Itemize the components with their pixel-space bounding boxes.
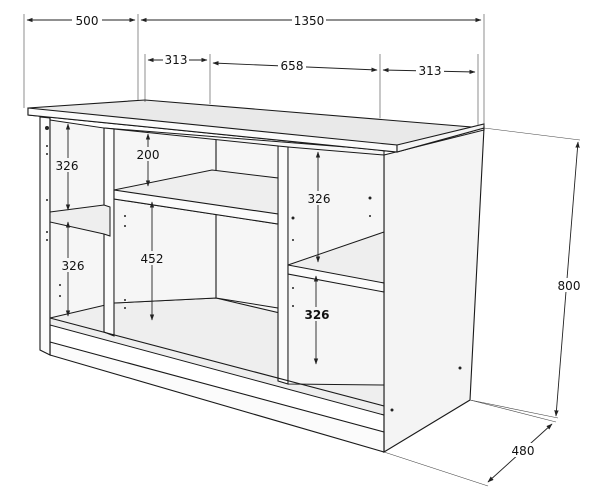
front-bottom-edge xyxy=(49,317,385,407)
shelf-pin-hole-icon xyxy=(45,126,49,130)
shelf-pin-hole-icon xyxy=(46,199,48,201)
divider-right xyxy=(277,145,289,385)
label-313-right: 313 xyxy=(419,64,442,78)
shelf-pin-hole-icon xyxy=(458,366,462,370)
label-658: 658 xyxy=(281,59,304,73)
shelf-pin-hole-icon xyxy=(124,225,126,227)
shelf-pin-hole-icon xyxy=(368,196,372,200)
shelf-pin-hole-icon xyxy=(124,307,126,309)
label-middle-upper: 200 xyxy=(137,148,160,162)
shelf-pin-hole-icon xyxy=(46,231,48,233)
shelf-pin-hole-icon xyxy=(46,145,48,147)
label-800: 800 xyxy=(558,279,581,293)
right-side-panel xyxy=(383,127,485,453)
shelf-pin-hole-icon xyxy=(59,284,61,286)
shelf-pin-hole-icon xyxy=(390,408,394,412)
shelf-pin-hole-icon xyxy=(292,305,294,307)
shelf-pin-hole-icon xyxy=(291,216,295,220)
label-left-lower: 326 xyxy=(62,259,85,273)
label-480: 480 xyxy=(512,444,535,458)
label-313-left: 313 xyxy=(165,53,188,67)
shelf-pin-hole-icon xyxy=(46,153,48,155)
dimension-labels: 500 1350 313 658 313 800 480 326 326 200… xyxy=(54,12,582,458)
shelf-pin-holes xyxy=(45,126,462,412)
shelf-pin-hole-icon xyxy=(59,295,61,297)
label-left-upper: 326 xyxy=(56,159,79,173)
label-1350: 1350 xyxy=(294,14,325,28)
shelf-pin-hole-icon xyxy=(292,239,294,241)
label-middle-lower: 452 xyxy=(141,252,164,266)
shelf-pin-hole-icon xyxy=(292,287,294,289)
shelf-pin-hole-icon xyxy=(369,215,371,217)
left-side-panel xyxy=(39,116,51,356)
cabinet-body xyxy=(27,99,485,453)
shelf-pin-hole-icon xyxy=(124,215,126,217)
middle-shelf-front xyxy=(113,189,279,225)
label-right-lower: 326 xyxy=(304,308,329,322)
label-500: 500 xyxy=(76,14,99,28)
shelf-pin-hole-icon xyxy=(46,239,48,241)
shelf-pin-hole-icon xyxy=(124,299,126,301)
label-right-upper: 326 xyxy=(308,192,331,206)
